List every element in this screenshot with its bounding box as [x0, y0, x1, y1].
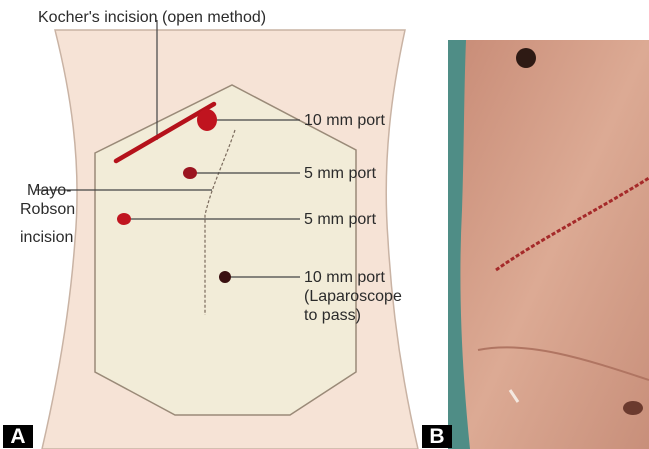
photo-panel: [448, 40, 649, 449]
port-10mm-scope-label-line2: (Laparoscope: [304, 287, 402, 306]
port-5mm-lower-label: 5 mm port: [304, 210, 376, 229]
port-5mm-upper-marker: [183, 167, 197, 179]
port-10mm-label: 10 mm port: [304, 111, 385, 130]
diagram-panel: Kocher's incision (open method) Mayo- Ro…: [0, 0, 440, 449]
mayo-robson-label-line2: Robson: [20, 200, 75, 219]
mayo-robson-label-line1: Mayo-: [27, 181, 71, 200]
port-10mm-scope-marker: [219, 271, 231, 283]
panel-a-letter: A: [3, 425, 33, 448]
umbilicus: [623, 401, 643, 415]
kocher-incision-label: Kocher's incision (open method): [38, 8, 266, 27]
operative-field: [95, 85, 356, 415]
port-10mm-scope-label-line1: 10 mm port: [304, 268, 385, 287]
port-10mm-marker: [197, 109, 217, 131]
abdomen-photo: [448, 40, 649, 449]
port-5mm-upper-label: 5 mm port: [304, 164, 376, 183]
port-10mm-scope-label-line3: to pass): [304, 306, 361, 325]
mayo-robson-label-line3: incision: [20, 228, 73, 247]
photo-skin: [460, 40, 649, 449]
port-5mm-lower-marker: [117, 213, 131, 225]
panel-b-letter: B: [422, 425, 452, 448]
nipple: [516, 48, 536, 68]
